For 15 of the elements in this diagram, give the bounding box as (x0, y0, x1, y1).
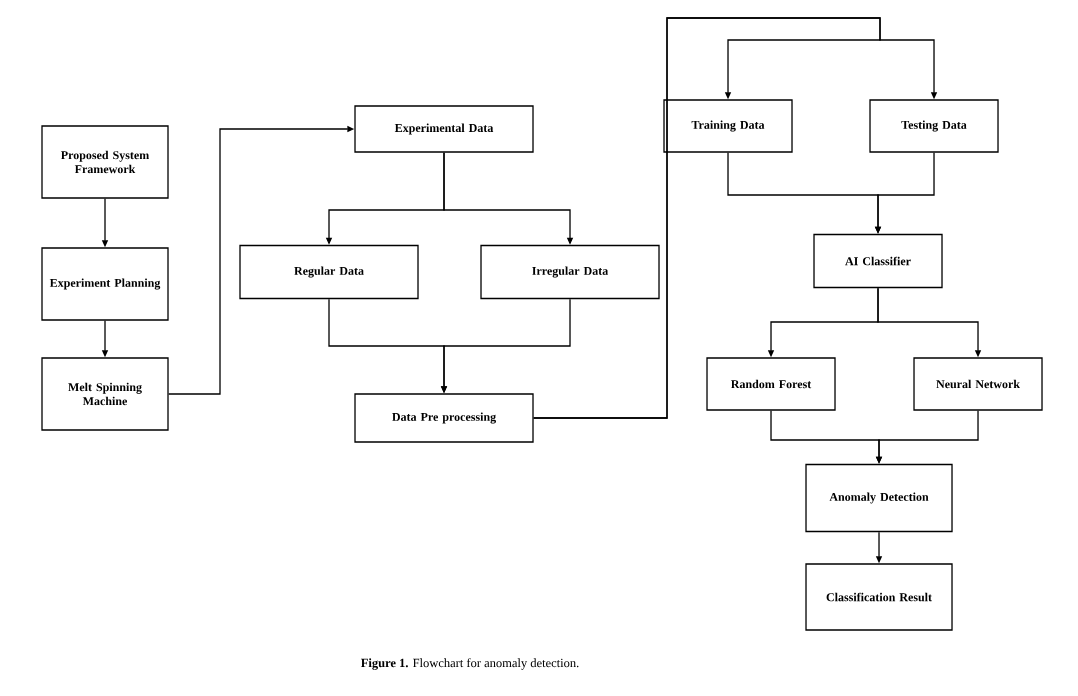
process-box: Anomaly Detection (805, 463, 953, 533)
process-box: Irregular Data (480, 244, 660, 300)
process-box: Experimental Data (354, 105, 534, 153)
process-box: Melt Spinning Machine (41, 357, 169, 431)
process-box: Regular Data (239, 244, 419, 300)
process-box: Data Pre processing (354, 393, 534, 443)
process-box: Random Forest (706, 357, 836, 411)
process-box: Training Data (663, 99, 793, 153)
process-box: Classification Result (805, 563, 953, 631)
process-box: AI Classifier (813, 233, 943, 289)
process-box: Proposed System Framework (41, 125, 169, 199)
process-box: Neural Network (913, 357, 1043, 411)
figure-caption: Figure 1. Flowchart for anomaly detection. (361, 658, 579, 670)
process-box: Testing Data (869, 99, 999, 153)
process-box: Experiment Planning (41, 247, 169, 321)
